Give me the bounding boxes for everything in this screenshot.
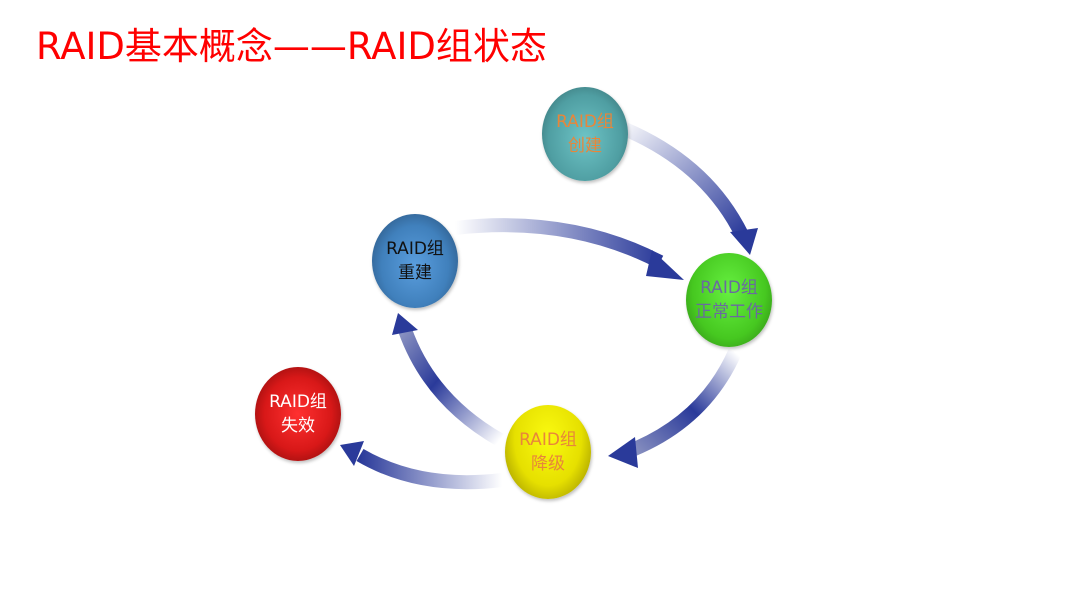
node-label-line2: 创建 xyxy=(568,136,602,156)
node-raid-failed: RAID组 失效 xyxy=(255,367,341,461)
node-label-line2: 重建 xyxy=(398,263,432,283)
node-raid-degraded: RAID组 降级 xyxy=(505,405,591,499)
arrow-create-to-normal xyxy=(612,118,758,255)
arrow-normal-to-degraded xyxy=(608,349,742,468)
node-label-line1: RAID组 xyxy=(386,239,444,259)
arrow-degraded-to-failed xyxy=(340,441,503,490)
slide-title: RAID基本概念——RAID组状态 xyxy=(36,25,547,68)
node-label-line2: 降级 xyxy=(531,454,565,474)
node-label-line1: RAID组 xyxy=(700,278,758,298)
node-raid-create: RAID组 创建 xyxy=(542,87,628,181)
node-label-line1: RAID组 xyxy=(519,430,577,450)
arrow-degraded-to-rebuild xyxy=(392,313,504,447)
node-label-line2: 正常工作 xyxy=(695,302,763,322)
arrow-rebuild-to-normal xyxy=(454,218,684,280)
node-raid-rebuild: RAID组 重建 xyxy=(372,214,458,308)
node-label-line1: RAID组 xyxy=(269,392,327,412)
node-label-line2: 失效 xyxy=(281,416,315,436)
node-label-line1: RAID组 xyxy=(556,112,614,132)
node-raid-normal: RAID组 正常工作 xyxy=(686,253,772,347)
